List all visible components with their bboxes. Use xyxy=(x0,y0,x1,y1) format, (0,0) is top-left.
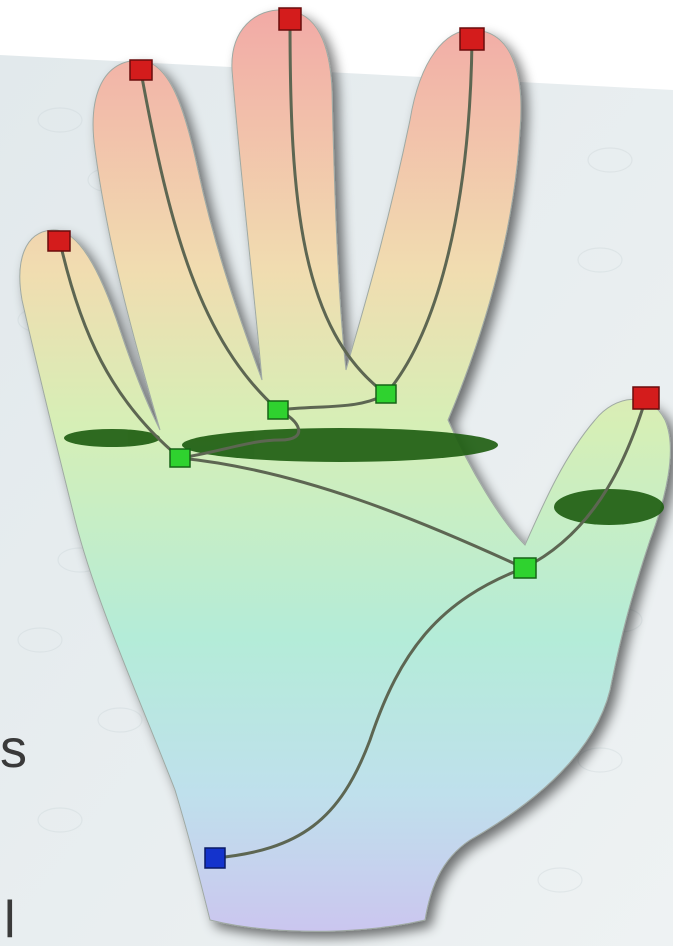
root-marker xyxy=(205,848,225,868)
fingertip-marker xyxy=(633,387,659,409)
fingertip-marker xyxy=(130,60,152,80)
cross-section-thumb xyxy=(554,489,664,525)
cropped-side-text-s: s xyxy=(0,722,27,776)
fingertip-marker xyxy=(48,231,70,251)
joint-marker xyxy=(376,385,396,403)
cross-section-index xyxy=(64,429,160,447)
fingertip-marker xyxy=(279,8,301,30)
joint-marker xyxy=(268,401,288,419)
joint-marker xyxy=(514,558,536,578)
cropped-side-text-l: l xyxy=(4,894,16,946)
cross-section-palm xyxy=(182,428,498,462)
fingertip-marker xyxy=(460,28,484,50)
joint-marker xyxy=(170,449,190,467)
